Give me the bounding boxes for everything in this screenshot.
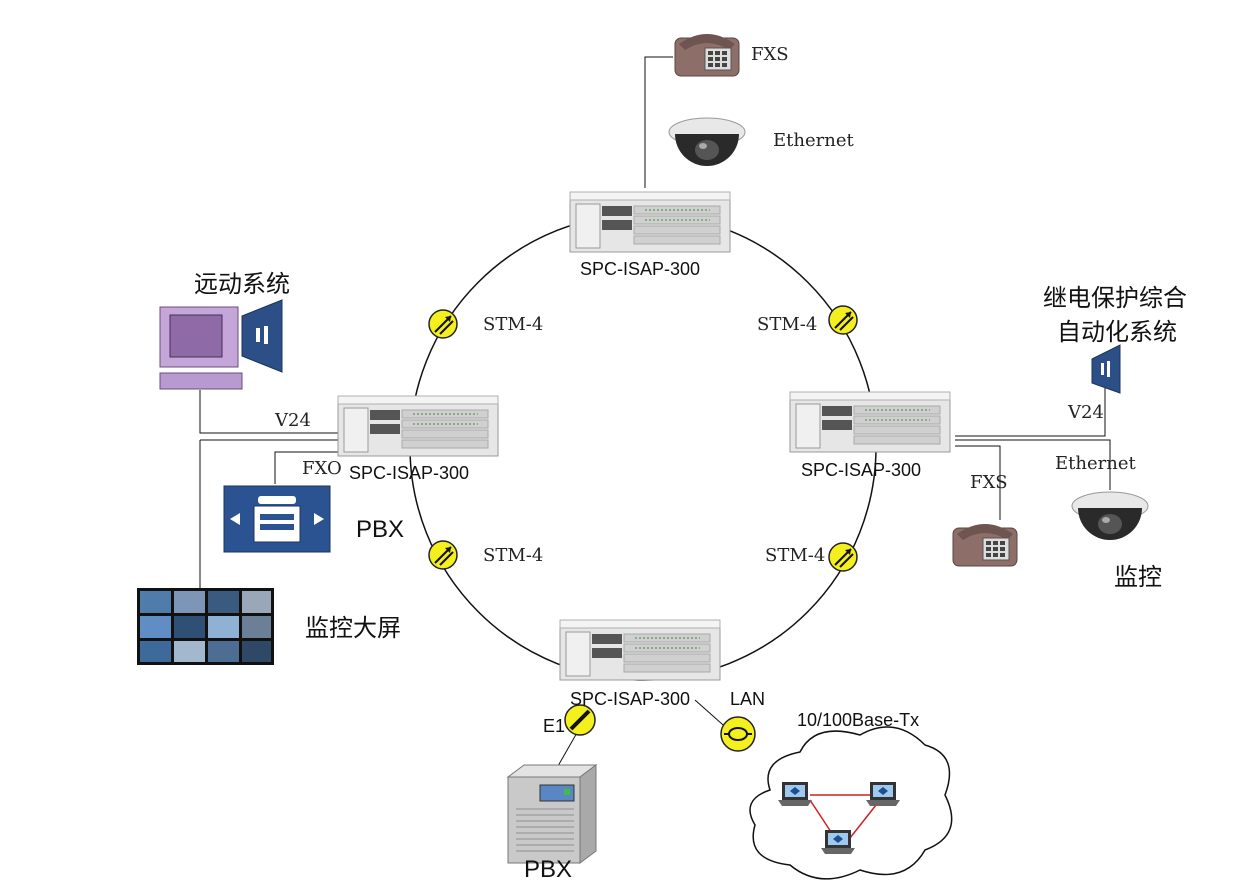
relay-device-icon bbox=[1091, 344, 1121, 394]
rtu-system-title: 远动系统 bbox=[194, 270, 290, 298]
camera-icon bbox=[668, 117, 746, 167]
video-wall-label: 监控大屏 bbox=[305, 614, 401, 642]
v24-label-left: V24 bbox=[275, 410, 311, 431]
ethernet-label-right: Ethernet bbox=[1055, 453, 1136, 474]
isap-node-right-device bbox=[789, 391, 951, 453]
camera-icon bbox=[1071, 491, 1149, 541]
link-label-bottom-right: STM-4 bbox=[765, 545, 826, 566]
lan-label: LAN bbox=[730, 689, 766, 709]
node-label-right: SPC-ISAP-300 bbox=[801, 460, 922, 480]
isap-node-top-device bbox=[569, 191, 731, 253]
link-badge-icon bbox=[828, 542, 858, 572]
relay-title-line2: 自动化系统 bbox=[1057, 318, 1177, 346]
laptop-icon bbox=[821, 830, 855, 854]
laptop-icon bbox=[866, 782, 900, 806]
node-label-left: SPC-ISAP-300 bbox=[349, 463, 470, 483]
protocol-converter-icon bbox=[241, 299, 283, 373]
network-speed-label: 10/100Base-Tx bbox=[797, 710, 920, 730]
link-badge-icon bbox=[428, 540, 458, 570]
pbx-cabinet-icon bbox=[506, 764, 598, 864]
link-label-top-right: STM-4 bbox=[757, 314, 818, 335]
pbx-icon bbox=[223, 485, 331, 553]
pbx-label-bottom: PBX bbox=[524, 856, 573, 883]
relay-title-line1: 继电保护综合 bbox=[1043, 284, 1187, 312]
node-label-bottom: SPC-ISAP-300 bbox=[570, 689, 691, 709]
monitor-label-right: 监控 bbox=[1114, 563, 1162, 591]
pbx-label-left: PBX bbox=[356, 516, 405, 543]
e1-connector-icon bbox=[564, 704, 596, 736]
ethernet-cloud bbox=[749, 726, 953, 880]
computer-icon bbox=[159, 306, 243, 390]
link-badge-icon bbox=[828, 305, 858, 335]
e1-label: E1 bbox=[543, 716, 566, 736]
v24-label-right: V24 bbox=[1068, 402, 1104, 423]
fxo-label: FXO bbox=[302, 458, 342, 479]
phone-icon bbox=[952, 523, 1018, 567]
video-wall-icon bbox=[137, 588, 274, 665]
link-badge-icon bbox=[428, 309, 458, 339]
laptop-icon bbox=[778, 782, 812, 806]
fxs-label-right: FXS bbox=[970, 472, 1008, 493]
isap-node-bottom-device bbox=[559, 619, 721, 681]
lan-connector-icon bbox=[720, 716, 756, 752]
fxs-label-top: FXS bbox=[751, 44, 789, 65]
link-label-bottom-left: STM-4 bbox=[483, 545, 544, 566]
link-label-top-left: STM-4 bbox=[483, 314, 544, 335]
node-label-top: SPC-ISAP-300 bbox=[580, 259, 701, 279]
phone-icon bbox=[674, 33, 740, 77]
isap-node-left-device bbox=[337, 395, 499, 457]
ethernet-label-top: Ethernet bbox=[773, 130, 854, 151]
